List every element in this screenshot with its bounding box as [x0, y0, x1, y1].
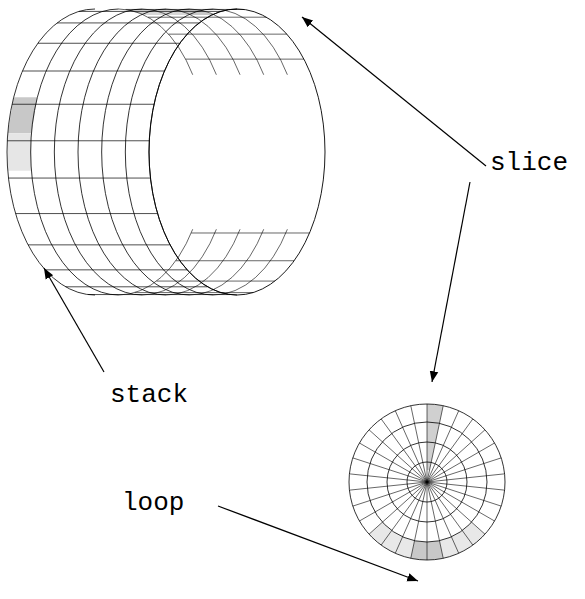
shaded-cell: [8, 133, 32, 170]
wire-line: [7, 9, 95, 295]
wire-line: [45, 269, 187, 270]
leader-lines: [44, 17, 486, 581]
wire-line: [142, 229, 216, 295]
wire-line: [38, 43, 180, 44]
wire-line: [190, 229, 264, 295]
wire-line: [149, 9, 325, 295]
wire-line: [395, 411, 427, 482]
leader-line: [218, 506, 418, 581]
wire-line: [135, 292, 253, 293]
wire-line: [7, 140, 149, 141]
wire-line: [395, 482, 427, 553]
wire-line: [78, 9, 166, 295]
wire-line: [157, 281, 275, 282]
wire-line: [191, 232, 309, 233]
wire-line: [427, 482, 443, 558]
wire-line: [427, 482, 459, 553]
wire-line: [353, 458, 427, 482]
disk: [349, 404, 505, 560]
wire-line: [427, 411, 459, 482]
wire-line: [102, 9, 190, 295]
wire-line: [381, 482, 427, 545]
wire-line: [176, 260, 294, 261]
wire-line: [213, 229, 287, 295]
wire-line: [166, 9, 240, 75]
wire-line: [22, 71, 164, 72]
wire-line: [12, 104, 154, 105]
wire-line: [125, 9, 213, 295]
wire-line: [427, 430, 485, 482]
wire-line: [119, 229, 193, 295]
wire-line: [213, 9, 287, 75]
wire-line: [349, 404, 505, 560]
wire-line: [427, 482, 485, 534]
wire-line: [88, 294, 230, 295]
wire-line: [427, 404, 428, 482]
part-label: stack: [110, 382, 188, 408]
wire-line: [148, 17, 266, 18]
wire-line: [28, 244, 170, 245]
wire-line: [142, 9, 216, 75]
cylinder: [7, 9, 325, 295]
wire-line: [411, 406, 427, 482]
leader-line: [302, 17, 486, 166]
wire-line: [119, 9, 193, 75]
wire-line: [149, 9, 237, 295]
wire-line: [427, 482, 428, 560]
wire-line: [369, 430, 427, 482]
wire-line: [54, 9, 142, 295]
wire-line: [66, 286, 208, 287]
wire-line: [79, 11, 221, 12]
leader-line: [44, 268, 104, 372]
wire-line: [190, 9, 264, 75]
wire-line: [359, 443, 427, 482]
wire-line: [349, 482, 427, 490]
wire-line: [57, 22, 199, 23]
part-label: slice: [490, 150, 568, 176]
wire-line: [169, 34, 287, 35]
wire-line: [166, 229, 240, 295]
wire-line: [427, 419, 473, 482]
wire-line: [427, 482, 495, 521]
wire-line: [16, 213, 158, 214]
wire-line: [31, 9, 119, 295]
leader-line: [432, 182, 470, 382]
wire-line: [8, 178, 150, 179]
shaded-cell: [427, 404, 443, 470]
part-label: loop: [122, 490, 184, 516]
wire-line: [186, 59, 304, 60]
wire-line: [427, 482, 501, 506]
wire-line: [427, 474, 505, 482]
wire-line: [369, 482, 427, 534]
